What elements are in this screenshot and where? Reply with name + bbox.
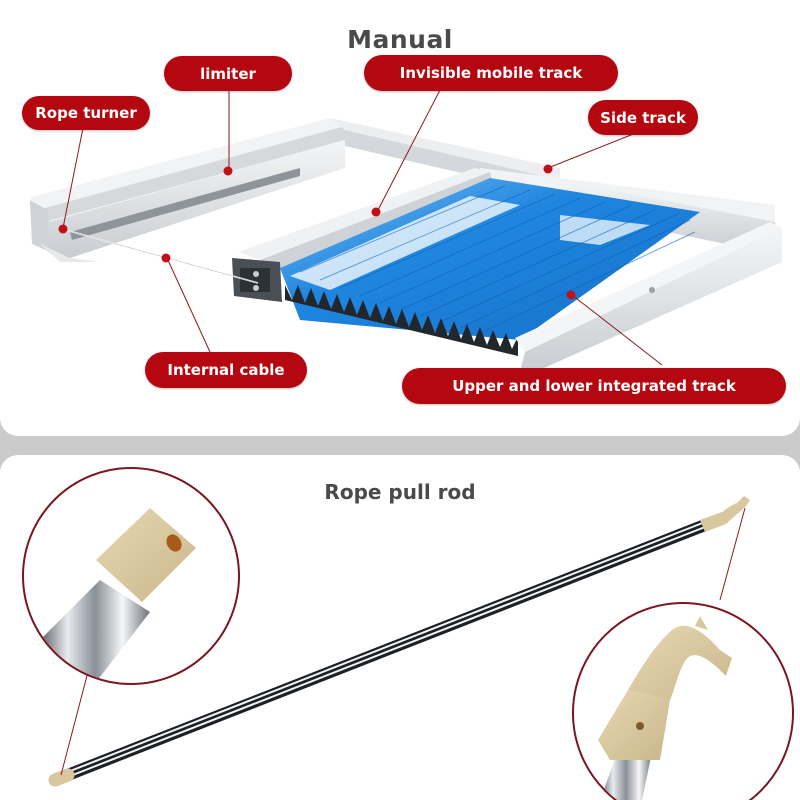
mobile-track-bar (238, 168, 492, 272)
internal-cable-marker (161, 253, 171, 263)
label-rope-turner: Rope turner (22, 96, 150, 130)
rod-shaft (54, 519, 711, 784)
marker-dots (58, 164, 576, 300)
window-screen-frame-illustration (28, 89, 782, 372)
mobile-track-marker (371, 207, 381, 217)
end-cap-detail-circle (22, 467, 240, 685)
pleated-shade (280, 178, 700, 356)
integrated-track-marker (566, 290, 576, 300)
end-cap (232, 258, 282, 302)
manual-title: Manual (347, 25, 453, 54)
hook-detail-circle (572, 602, 794, 800)
label-upper-lower-integrated-track: Upper and lower integrated track (402, 368, 786, 404)
rod-end-cap (48, 768, 75, 787)
side-track-marker (543, 164, 553, 174)
detail-leader-lines (60, 507, 746, 776)
upper-lower-integrated-track (515, 222, 782, 372)
limiter-marker (223, 166, 233, 176)
leader-lines (62, 89, 663, 366)
rope-turner-marker (58, 224, 68, 234)
rope-pull-rod-title: Rope pull rod (324, 480, 476, 504)
label-invisible-mobile-track: Invisible mobile track (364, 55, 618, 91)
label-limiter: limiter (164, 56, 292, 91)
rod-hook-head (700, 496, 750, 532)
label-side-track: Side track (588, 100, 698, 135)
left-rail (28, 118, 345, 262)
label-internal-cable: Internal cable (145, 352, 307, 388)
